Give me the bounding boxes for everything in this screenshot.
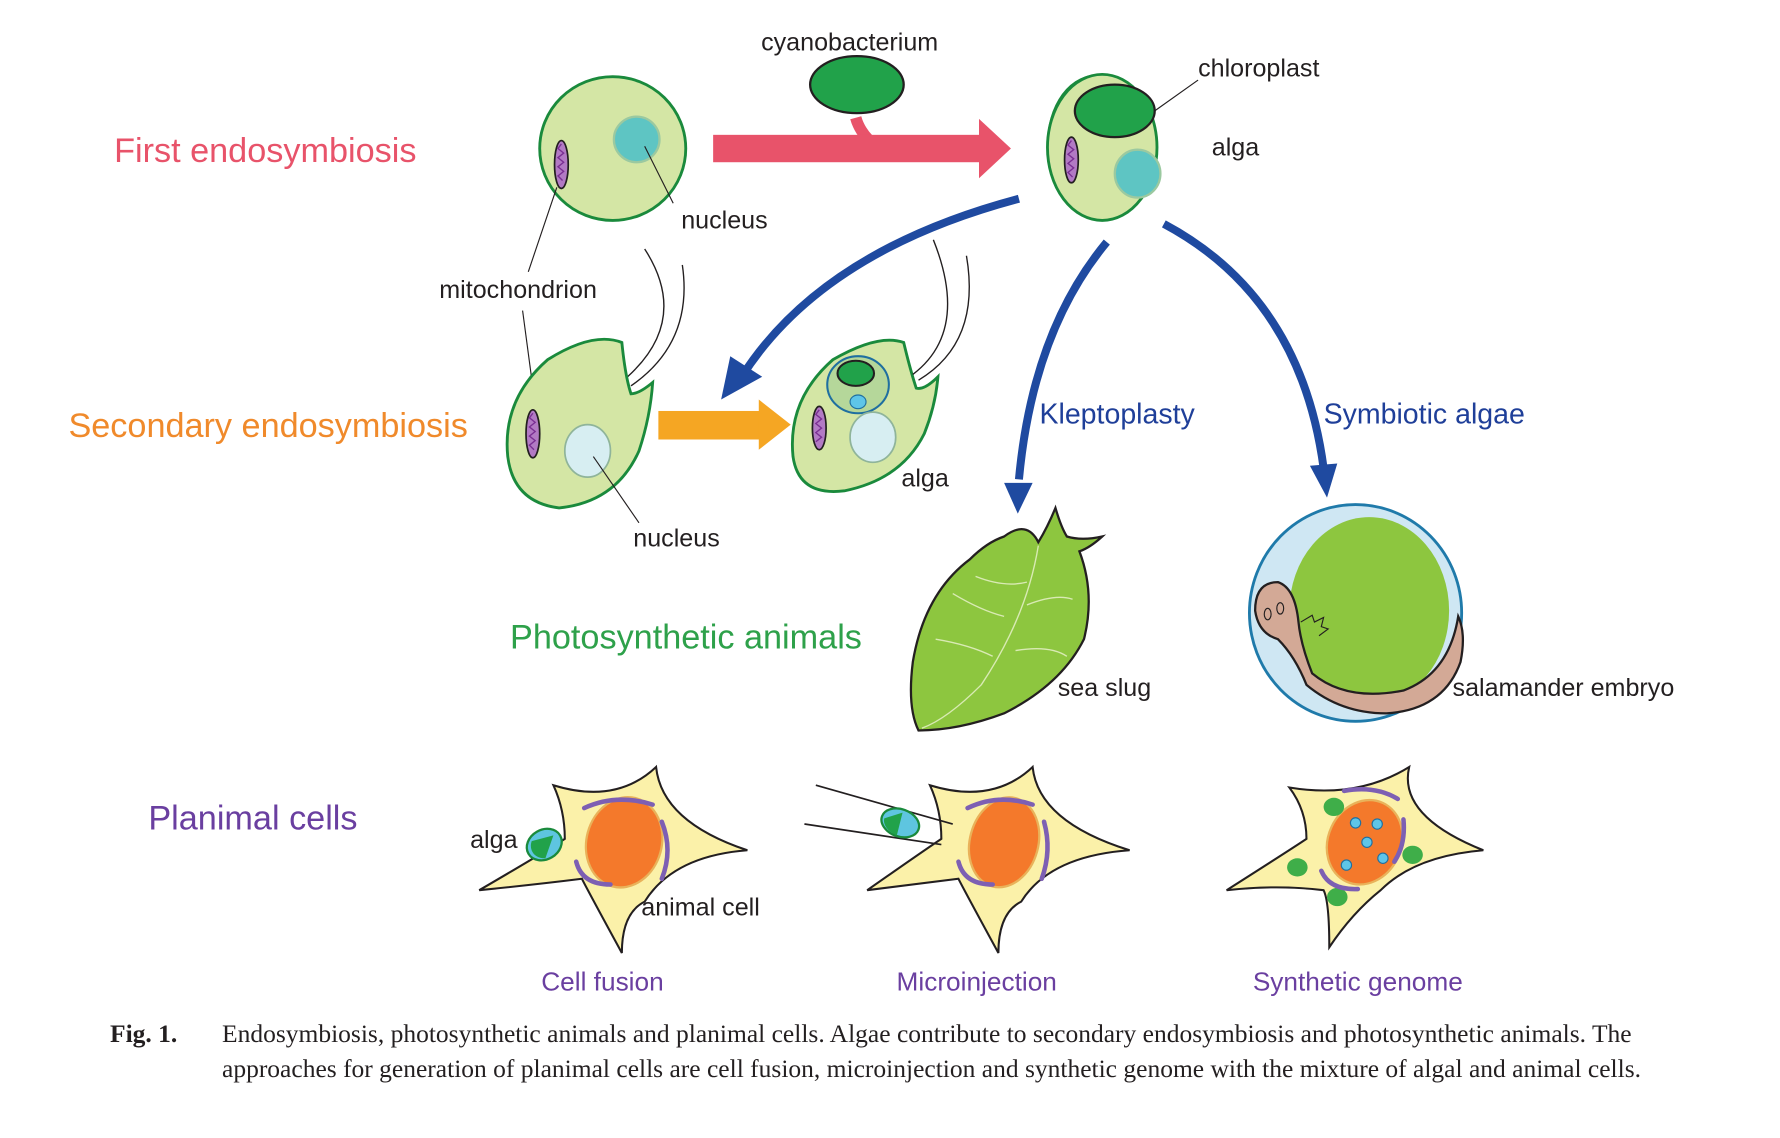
method-microinjection: Microinjection: [897, 967, 1057, 997]
chloroplast-icon: [1073, 83, 1156, 139]
section-title-planimal-cells: Planimal cells: [148, 800, 357, 838]
symbiotic-algae-arrow: [1161, 220, 1328, 469]
label-alga-secondary: alga: [901, 464, 948, 492]
label-mitochondrion: mitochondrion: [439, 276, 597, 304]
section-title-secondary-endosymbiosis: Secondary endosymbiosis: [68, 407, 467, 445]
section-title-first-endosymbiosis: First endosymbiosis: [114, 132, 416, 170]
salamander-embryo-icon: [1247, 503, 1465, 723]
secondary-alga-mitochondrion-icon: [811, 405, 827, 451]
secondary-endosymbiosis-arrow: [658, 399, 791, 450]
secondary-host-cell: [505, 337, 655, 510]
kleptoplasty-arrowhead: [1004, 482, 1033, 514]
caption-text: Endosymbiosis, photosynthetic animals an…: [222, 1019, 1642, 1083]
secondary-alga-nucleus-icon: [849, 411, 897, 464]
secondary-pathway-arrowhead: [721, 356, 763, 400]
alga-injected-icon: [880, 807, 921, 839]
label-cyanobacterium: cyanobacterium: [761, 28, 938, 56]
animal-nucleus-icon: [584, 795, 664, 889]
animal-cell-microinjection-icon: [866, 764, 1130, 954]
micropipette-icon: [804, 784, 953, 846]
secondary-nucleus-icon: [563, 423, 612, 479]
secondary-pathway-arrow: [738, 194, 1020, 379]
kleptoplasty-arrow: [1014, 239, 1110, 480]
nucleus-leader-line: [644, 145, 674, 204]
mitochondrion-leader-top: [527, 187, 558, 272]
symbiotic-algae-arrowhead: [1309, 463, 1338, 498]
figure-number: Fig. 1.: [110, 1019, 178, 1048]
nucleus-icon: [612, 115, 661, 164]
engulf-line-left-1: [627, 248, 665, 378]
label-chloroplast: chloroplast: [1198, 55, 1319, 83]
engulf-line-left-2: [630, 264, 685, 387]
label-salamander-embryo: salamander embryo: [1453, 674, 1675, 702]
label-symbiotic-algae: Symbiotic algae: [1324, 399, 1525, 431]
label-animal-cell: animal cell: [641, 893, 760, 921]
label-nucleus-secondary: nucleus: [633, 525, 720, 553]
method-synthetic-genome: Synthetic genome: [1253, 967, 1463, 997]
sea-slug-icon: [909, 504, 1107, 732]
cyanobacterium-icon: [808, 54, 905, 115]
figure-caption: Fig. 1. Endosymbiosis, photosynthetic an…: [110, 1016, 1670, 1086]
engulf-line-right-1: [912, 239, 949, 375]
secondary-chloroplast-icon: [836, 359, 876, 387]
secondary-nucleomorph-icon: [849, 394, 867, 410]
first-endosymbiosis-arrow: [713, 118, 1011, 179]
label-kleptoplasty: Kleptoplasty: [1039, 399, 1195, 431]
animal-cell-fusion-icon: [478, 764, 748, 954]
secondary-nucleus-leader-line: [592, 456, 640, 524]
secondary-mitochondrion-icon: [525, 408, 541, 459]
alga-mitochondrion-icon: [1063, 136, 1080, 184]
secondary-alga-cell: [790, 338, 940, 493]
alga-nucleus-icon: [1113, 148, 1162, 199]
label-alga-top: alga: [1212, 133, 1259, 161]
label-alga-fusion: alga: [470, 826, 517, 854]
section-title-photosynthetic-animals: Photosynthetic animals: [510, 618, 862, 656]
mitochondrion-icon: [553, 139, 570, 190]
chloroplast-leader-line: [1154, 79, 1199, 112]
label-sea-slug: sea slug: [1058, 674, 1151, 702]
engulf-line-right-2: [918, 255, 970, 381]
alga-fusing-icon: [525, 827, 563, 862]
method-cell-fusion: Cell fusion: [541, 967, 663, 997]
label-nucleus-top: nucleus: [681, 206, 767, 234]
animal-cell-synthetic-genome-icon: [1226, 764, 1484, 951]
host-cell: [538, 75, 688, 222]
